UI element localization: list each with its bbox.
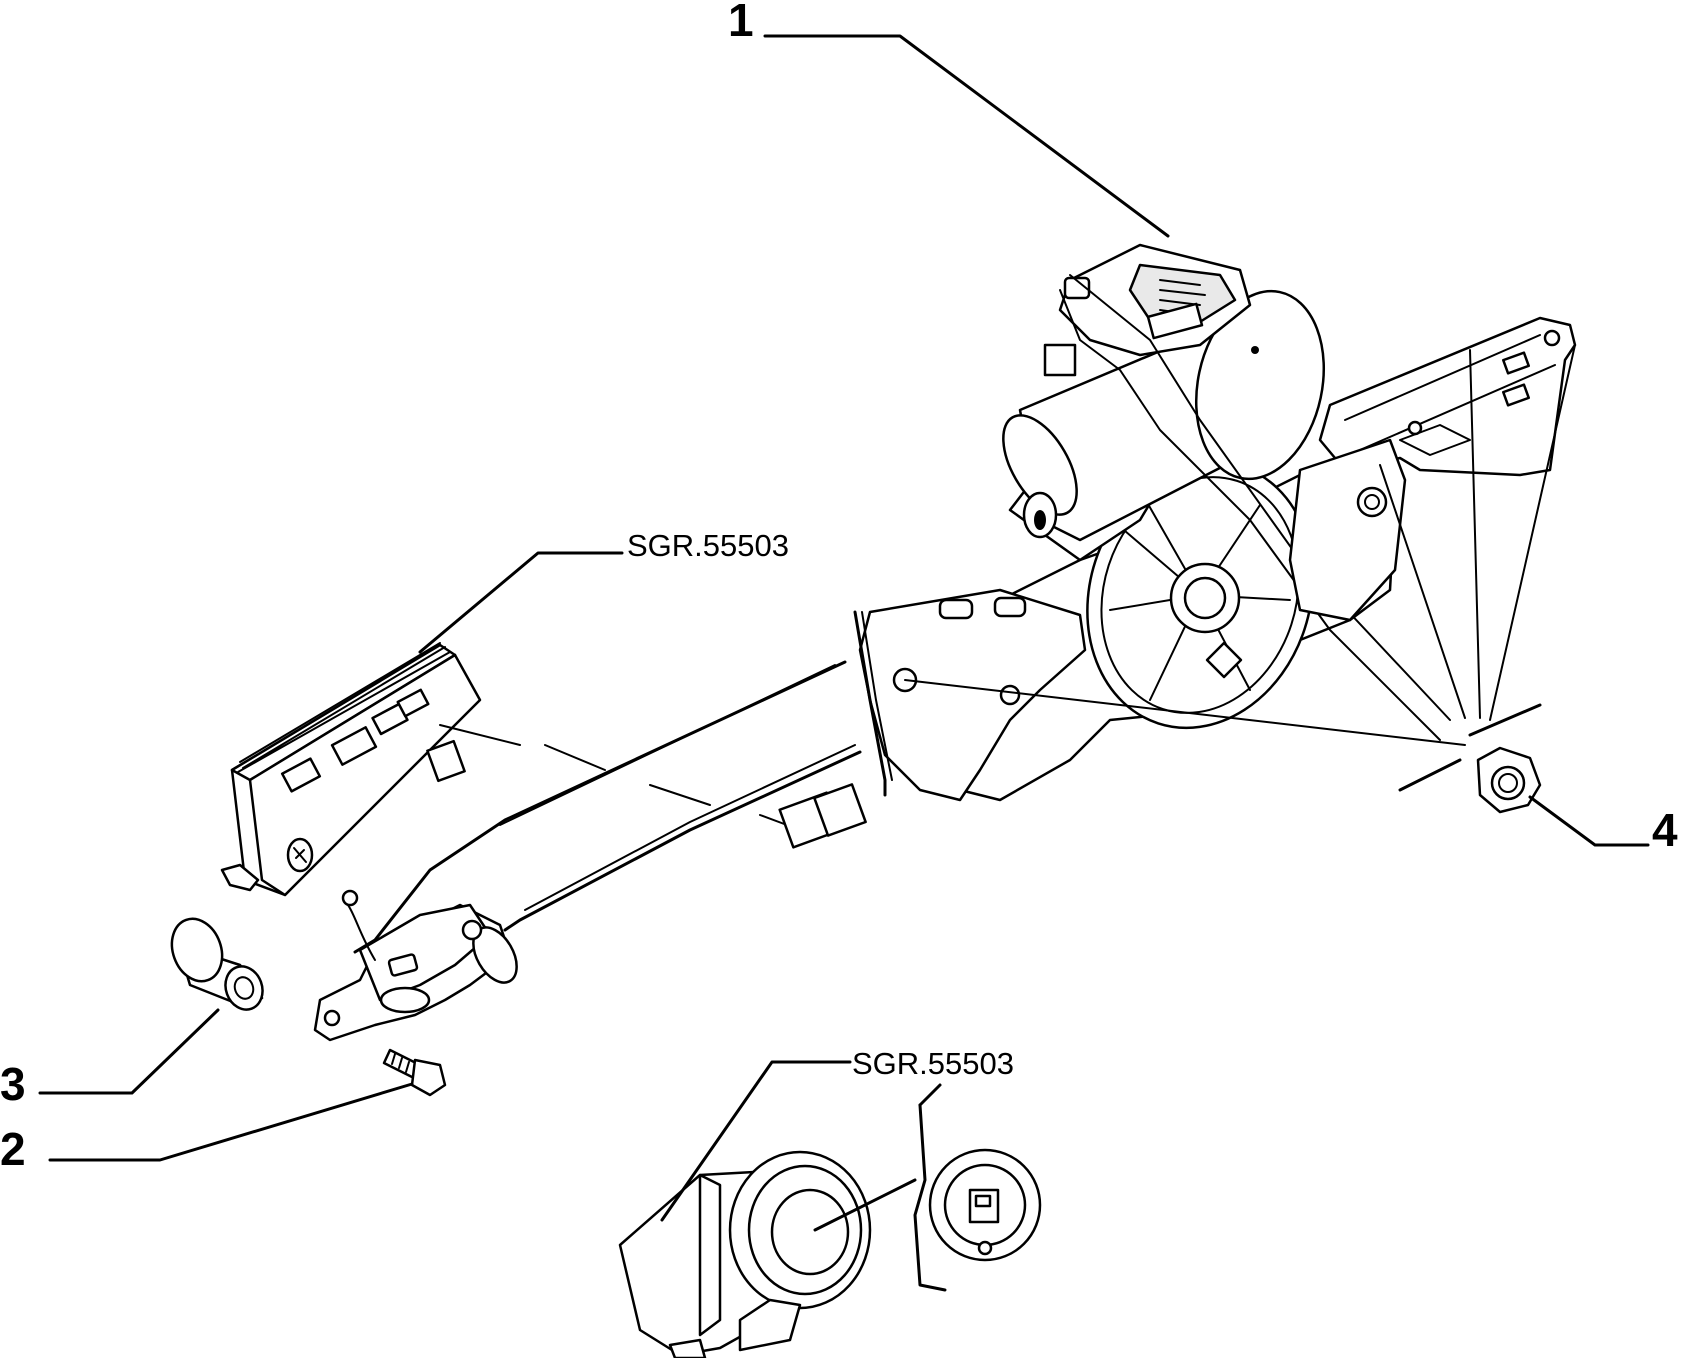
callout-1: 1 [728,0,754,46]
reference-label-upper: SGR.55503 [627,528,789,563]
lock-actuator [313,889,518,1042]
reference-label-lower: SGR.55503 [852,1046,1014,1081]
wiper-motor-assembly [858,243,1577,802]
screw [382,1048,447,1097]
callout-4: 4 [1652,804,1678,856]
key-switch [618,1083,1042,1360]
flange-nut [1476,746,1542,814]
leader-lines [38,34,1650,1222]
leader-ref-lower [660,1060,852,1222]
leader-ref-upper [418,551,624,654]
leader-3 [38,1008,220,1095]
control-module [220,642,482,897]
leader-4 [1528,795,1650,847]
leader-2 [48,1082,414,1162]
callout-3: 3 [0,1058,26,1110]
leader-1 [763,34,1170,238]
spacer-bushing [170,917,264,1011]
callout-2: 2 [0,1123,26,1175]
